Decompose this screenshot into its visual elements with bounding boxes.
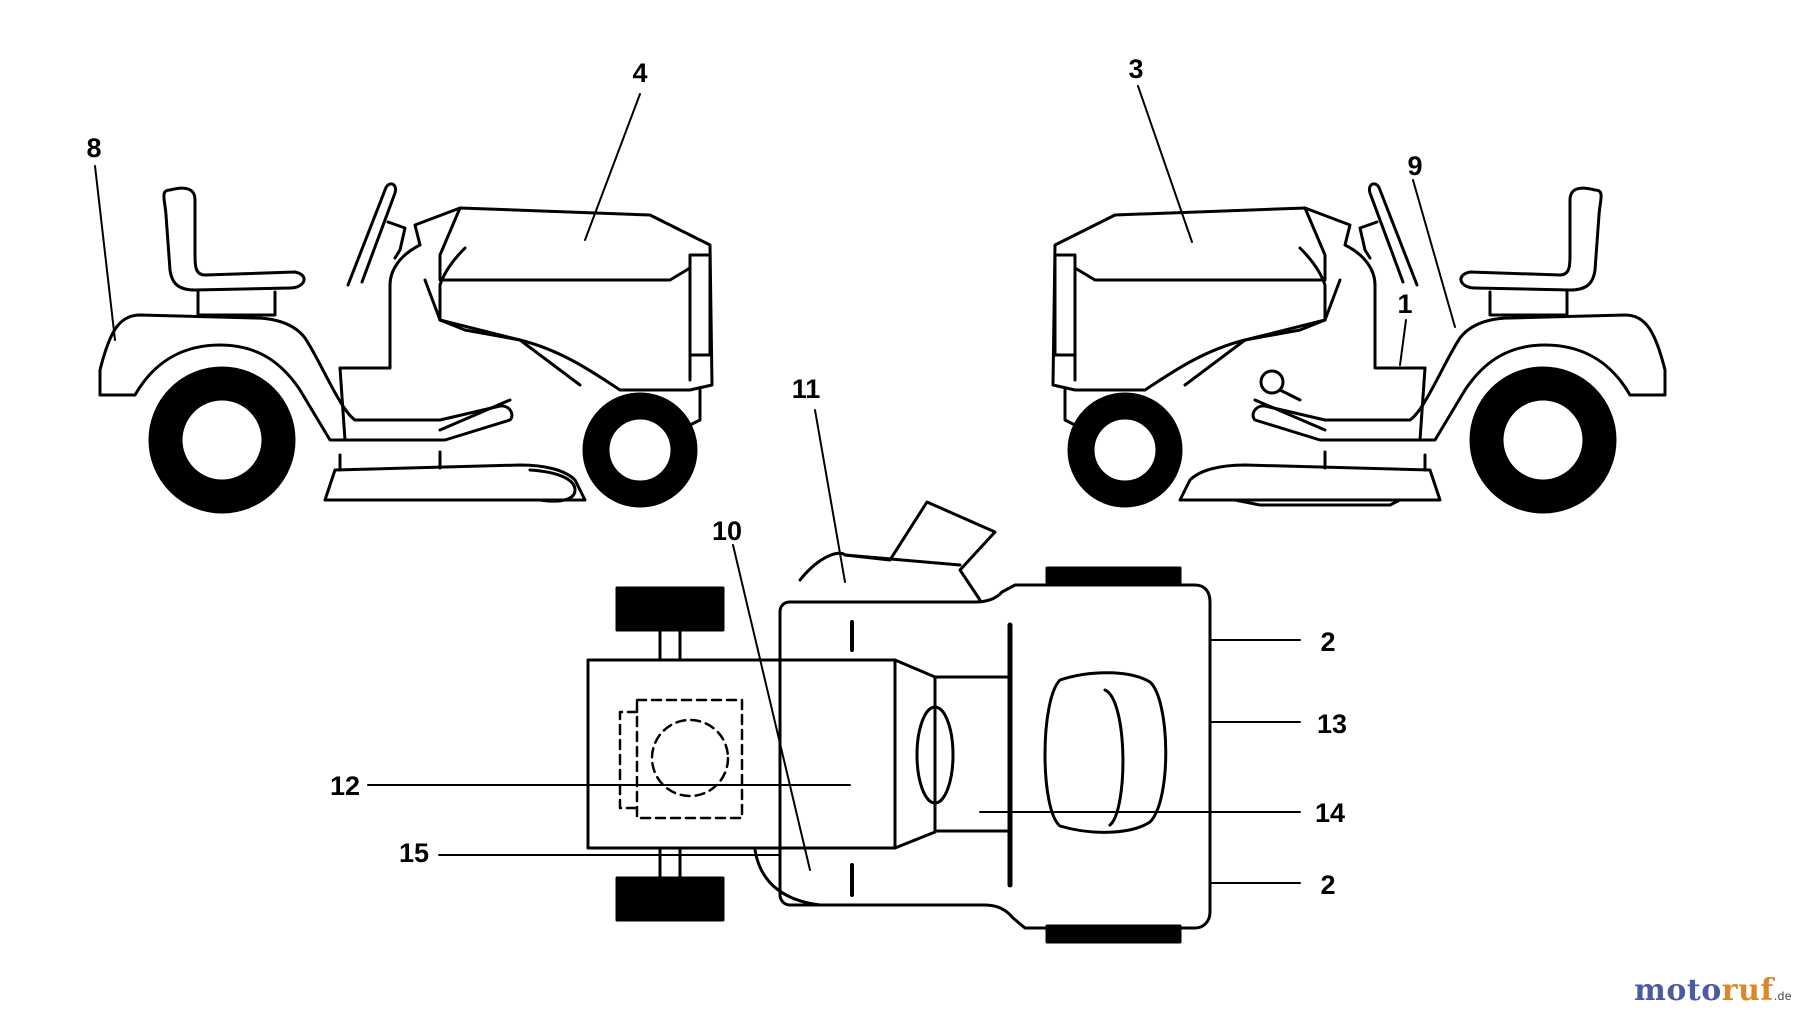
- callout-15: 15: [399, 838, 429, 868]
- callout-3: 3: [1128, 54, 1143, 84]
- callout-9: 9: [1407, 151, 1422, 181]
- callout-11: 11: [792, 374, 821, 404]
- callout-13: 13: [1317, 709, 1347, 739]
- leader-lines: [94, 85, 1456, 884]
- top-tractor-view: [586, 500, 1212, 944]
- callout-10: 10: [712, 516, 742, 546]
- left-tractor-view: [98, 182, 714, 514]
- callout-4: 4: [632, 58, 647, 88]
- callout-8: 8: [86, 133, 101, 163]
- watermark-logo: motoruf.de: [1634, 973, 1792, 1008]
- callout-14: 14: [1315, 798, 1345, 828]
- engine-dashed-outline: [618, 698, 744, 820]
- callout-2-top: 2: [1320, 627, 1335, 657]
- callout-1: 1: [1397, 289, 1412, 319]
- callout-2-bottom: 2: [1320, 870, 1335, 900]
- right-tractor-view: [1051, 182, 1667, 514]
- callout-labels: 4 8 3 9 1 11 10 12 15 2 13 14 2: [86, 54, 1422, 900]
- callout-12: 12: [330, 771, 360, 801]
